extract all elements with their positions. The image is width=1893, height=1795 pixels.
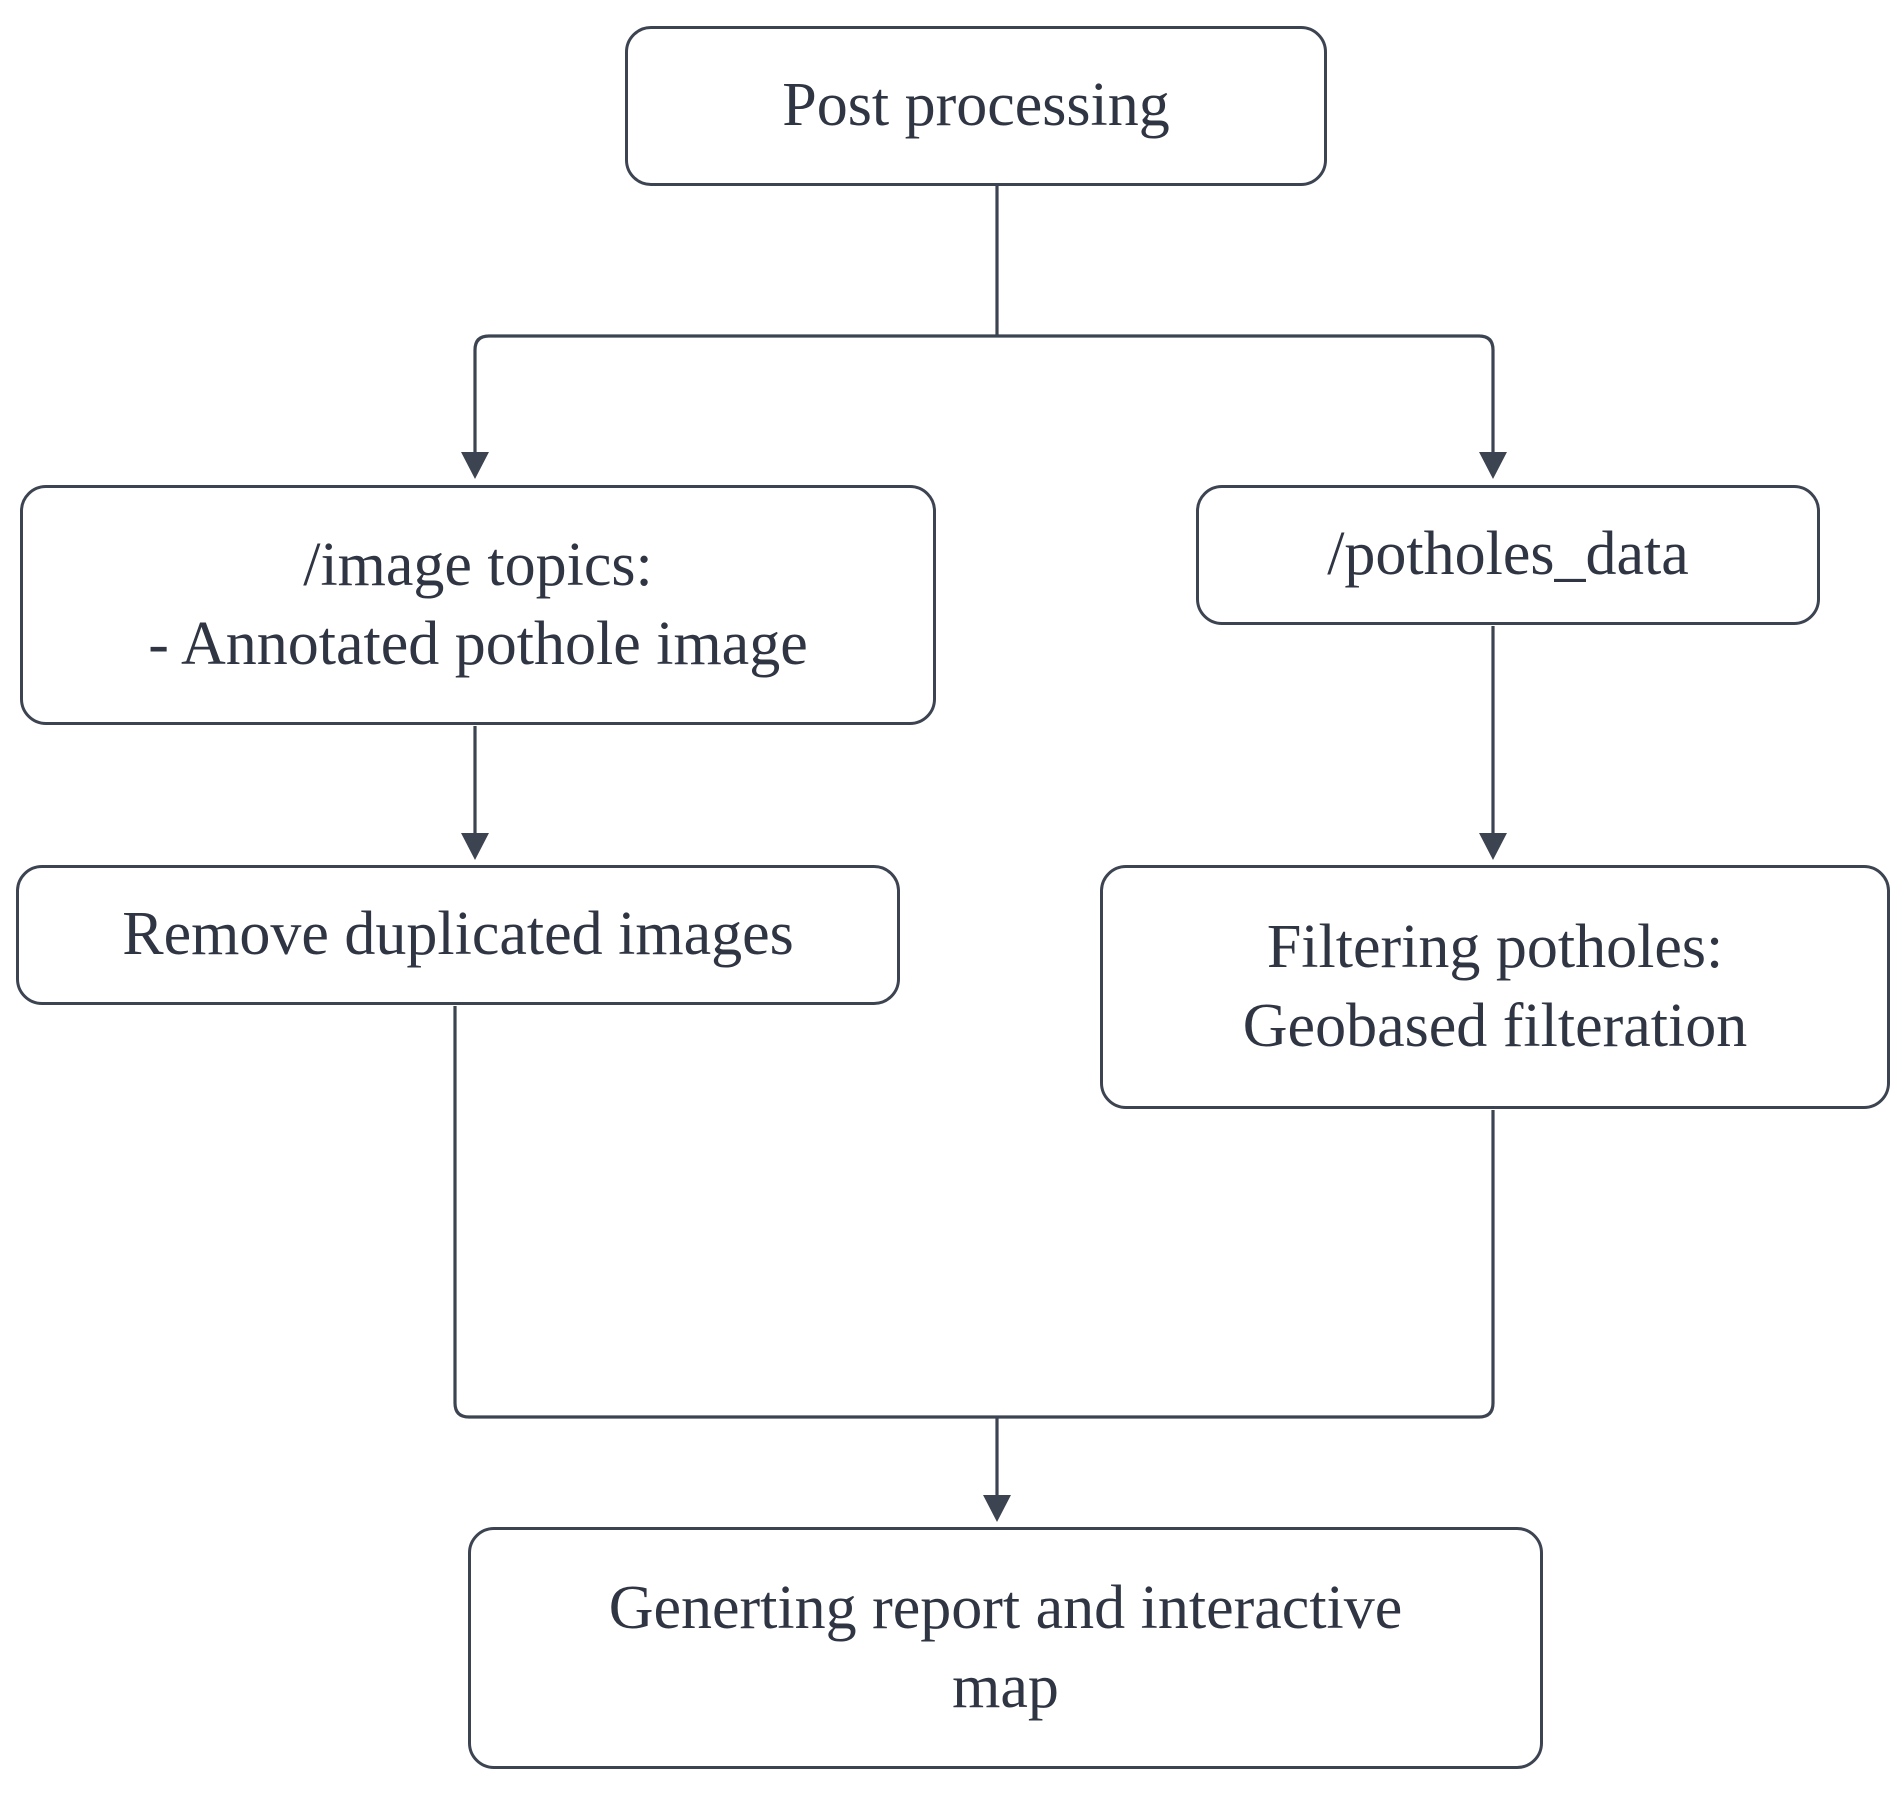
- node-potholes-data[interactable]: /potholes_data: [1196, 485, 1820, 625]
- node-remove-duplicated-images-label: Remove duplicated images: [122, 900, 794, 969]
- node-generating-report[interactable]: Generting report and interactive map: [468, 1527, 1543, 1769]
- node-image-topics[interactable]: /image topics: - Annotated pothole image: [20, 485, 936, 725]
- edge-remove-duplicates-to-merge: [453, 1006, 997, 1419]
- edge-filtering-to-merge: [997, 1110, 1495, 1419]
- node-filtering-potholes-label: Filtering potholes: Geobased filteration: [1242, 912, 1748, 1060]
- node-generating-report-label: Generting report and interactive map: [608, 1573, 1403, 1721]
- edge-post-processing-to-image-topics: [460, 334, 997, 479]
- node-post-processing[interactable]: Post processing: [625, 26, 1327, 186]
- node-filtering-potholes[interactable]: Filtering potholes: Geobased filteration: [1100, 865, 1890, 1109]
- node-post-processing-label: Post processing: [782, 71, 1170, 140]
- node-image-topics-label: /image topics: - Annotated pothole image: [148, 530, 808, 678]
- node-potholes-data-label: /potholes_data: [1327, 520, 1689, 589]
- edge-post-processing-to-potholes-data: [997, 334, 1508, 479]
- node-remove-duplicated-images[interactable]: Remove duplicated images: [16, 865, 900, 1005]
